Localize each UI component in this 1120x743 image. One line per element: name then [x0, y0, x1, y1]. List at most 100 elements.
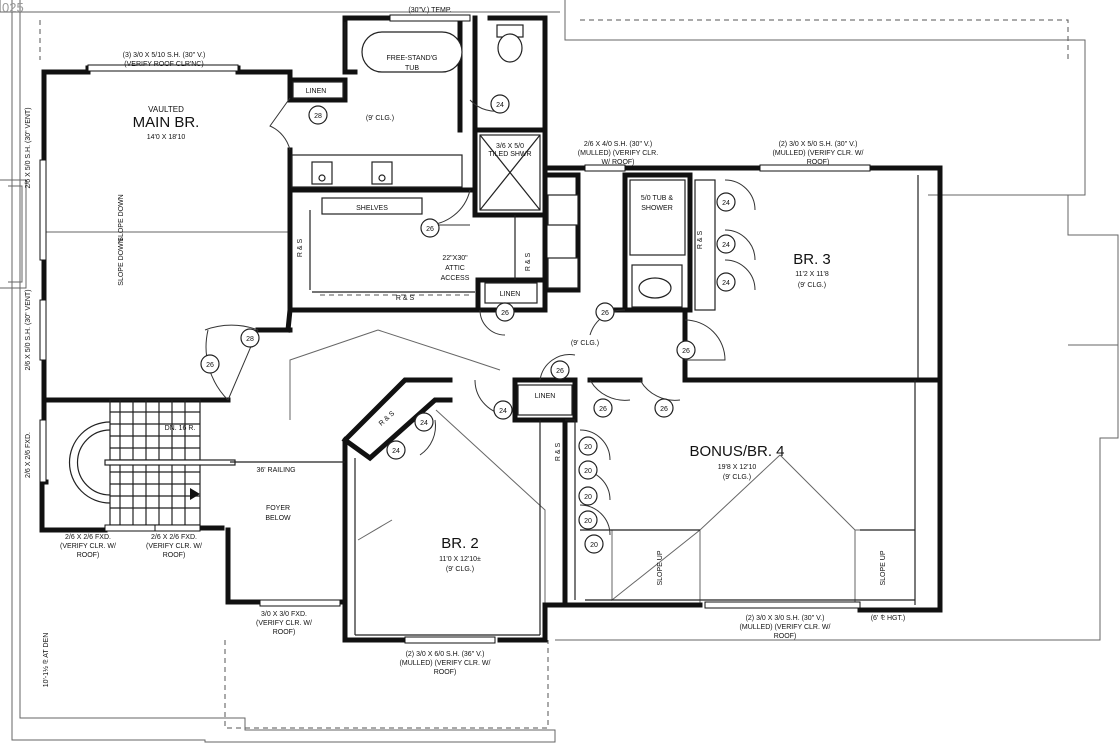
corner-mark: 025 [2, 0, 24, 15]
door-tag: 24 [420, 420, 428, 427]
note-fxd-a-2: (VERIFY CLR. W/ [60, 543, 116, 550]
note-bonus-window-2: (MULLED) (VERIFY CLR. W/ [740, 624, 831, 631]
labels: 025 VAULTED MAIN BR. 14'0 X 18'10 BR. 2 … [2, 0, 905, 687]
rs-label-d: R & S [697, 231, 704, 250]
note-br3-window-3: ROOF) [807, 159, 830, 166]
note-main-window-1: (3) 3/0 X 5/10 S.H. (30" V.) [123, 52, 206, 59]
tub-shower-label-2: SHOWER [641, 205, 673, 212]
bath-ceiling: (9' CLG.) [366, 115, 394, 122]
note-br3-window-1: (2) 3/0 X 5/0 S.H. (30" V.) [779, 141, 858, 148]
attic-label-2: ATTIC [445, 265, 465, 272]
rs-label-c: R & S [525, 253, 532, 272]
note-top-center: (30"V.) TEMP. [408, 7, 451, 14]
door-tag: 20 [584, 494, 592, 501]
br3-ceiling: (9' CLG.) [798, 282, 826, 289]
door-tag: 24 [722, 280, 730, 287]
main-br-tag: VAULTED [148, 105, 184, 114]
note-fxd-b-3: ROOF) [163, 552, 186, 559]
door-tag: 24 [722, 242, 730, 249]
fxd-side-label: 2/6 X 2/6 FXD. [25, 432, 32, 478]
bonus-ceiling: (9' CLG.) [723, 474, 751, 481]
br3-dims: 11'2 X 11'8 [795, 271, 829, 278]
note-br2-window-2: (MULLED) (VERIFY CLR. W/ [400, 660, 491, 667]
door-tag: 26 [556, 368, 564, 375]
note-foyer-window-1: 3/0 X 3/0 FXD. [261, 611, 307, 618]
tub-shower-label-1: 5/0 TUB & [641, 195, 673, 202]
main-br-name: MAIN BR. [133, 114, 200, 131]
br3-name: BR. 3 [793, 251, 831, 268]
door-tag: 20 [584, 518, 592, 525]
slope-up-label-1: SLOPE UP [657, 550, 664, 585]
shelves-label: SHELVES [356, 205, 388, 212]
door-tag: 24 [496, 102, 504, 109]
door-tag: 24 [722, 200, 730, 207]
door-tag: 26 [601, 310, 609, 317]
note-fxd-a-1: 2/6 X 2/6 FXD. [65, 534, 111, 541]
windows [39, 14, 871, 644]
note-foyer-window-3: ROOF) [273, 629, 296, 636]
door-tag: 28 [246, 336, 254, 343]
door-tag: 20 [590, 542, 598, 549]
den-note: 10'-1½ ⅊ AT DEN [42, 633, 50, 688]
door-tag: 28 [314, 113, 322, 120]
door-tag: 26 [660, 406, 668, 413]
br2-dims: 11'0 X 12'10± [439, 556, 481, 563]
note-br3-window-2: (MULLED) (VERIFY CLR. W/ [773, 150, 864, 157]
rs-label-a: R & S [396, 295, 415, 302]
door-tag: 26 [599, 406, 607, 413]
attic-label-3: ACCESS [441, 275, 470, 282]
door-tag: 24 [499, 408, 507, 415]
door-tag: 20 [584, 444, 592, 451]
note-fxd-b-2: (VERIFY CLR. W/ [146, 543, 202, 550]
bonus-name: BONUS/BR. 4 [689, 443, 784, 460]
note-bath-window-2: (MULLED) (VERIFY CLR. [578, 150, 658, 157]
br2-name: BR. 2 [441, 535, 479, 552]
slope-down-label-1: SLOPE DOWN [118, 194, 125, 241]
br2-ceiling: (9' CLG.) [446, 566, 474, 573]
note-bath-window-1: 2/6 X 4/0 S.H. (30" V.) [584, 141, 652, 148]
door-tag: 24 [392, 448, 400, 455]
note-bath-window-3: W/ ROOF) [601, 159, 634, 166]
linen-label-hall: LINEN [500, 291, 521, 298]
door-tag: 26 [501, 310, 509, 317]
foyer-label-1: FOYER [266, 505, 290, 512]
linen-label-main: LINEN [306, 88, 327, 95]
hall-ceiling: (9' CLG.) [571, 340, 599, 347]
slope-down-label-2: SLOPE DOWN [118, 238, 125, 285]
door-tag: 20 [584, 468, 592, 475]
note-bonus-window-3: ROOF) [774, 633, 797, 640]
cabinetry [291, 22, 919, 636]
note-foyer-window-2: (VERIFY CLR. W/ [256, 620, 312, 627]
main-br-dims: 14'0 X 18'10 [147, 134, 186, 141]
vent-side-label-1: 2/6 X 5/0 S.H. (30" VENT) [25, 107, 32, 188]
door-tag: 26 [206, 362, 214, 369]
rs-label-b: R & S [297, 239, 304, 258]
note-fxd-a-3: ROOF) [77, 552, 100, 559]
foyer-label-2: BELOW [265, 515, 291, 522]
rs-label-e: R & S [555, 443, 562, 462]
note-br2-window-3: ROOF) [434, 669, 457, 676]
note-bonus-window-1: (2) 3/0 X 3/0 S.H. (30" V.) [746, 615, 825, 622]
stairs-label: DN. 16 R. [165, 425, 196, 432]
tub-label-2: TUB [405, 65, 419, 72]
door-tags: 28 28 26 26 26 24 24 24 24 24 24 26 26 2… [200, 94, 736, 554]
linen-label-bonus: LINEN [535, 393, 556, 400]
door-tag: 26 [426, 226, 434, 233]
rs-label-f: R & S [378, 410, 397, 428]
door-tag: 26 [682, 348, 690, 355]
railing-label: 36' RAILING [256, 467, 295, 474]
bonus-dims: 19'8 X 12'10 [718, 464, 757, 471]
slope-up-label-2: SLOPE UP [880, 550, 887, 585]
vent-side-label-2: 2/6 X 5/0 S.H. (30" VENT) [25, 289, 32, 370]
note-hgt: (6' ⅊ HGT.) [871, 614, 906, 622]
shower-label-1: 3/6 X 5/0 [496, 143, 524, 150]
note-br2-window-1: (2) 3/0 X 6/0 S.H. (36" V.) [406, 651, 485, 658]
note-main-window-2: (VERIFY ROOF CLR'NC) [124, 61, 203, 68]
stairs [68, 399, 345, 526]
note-fxd-b-1: 2/6 X 2/6 FXD. [151, 534, 197, 541]
shower-label-2: TILED SHWR [488, 151, 531, 158]
tub-label-1: FREE-STAND'G [387, 55, 438, 62]
attic-label-1: 22"X30" [442, 255, 468, 262]
